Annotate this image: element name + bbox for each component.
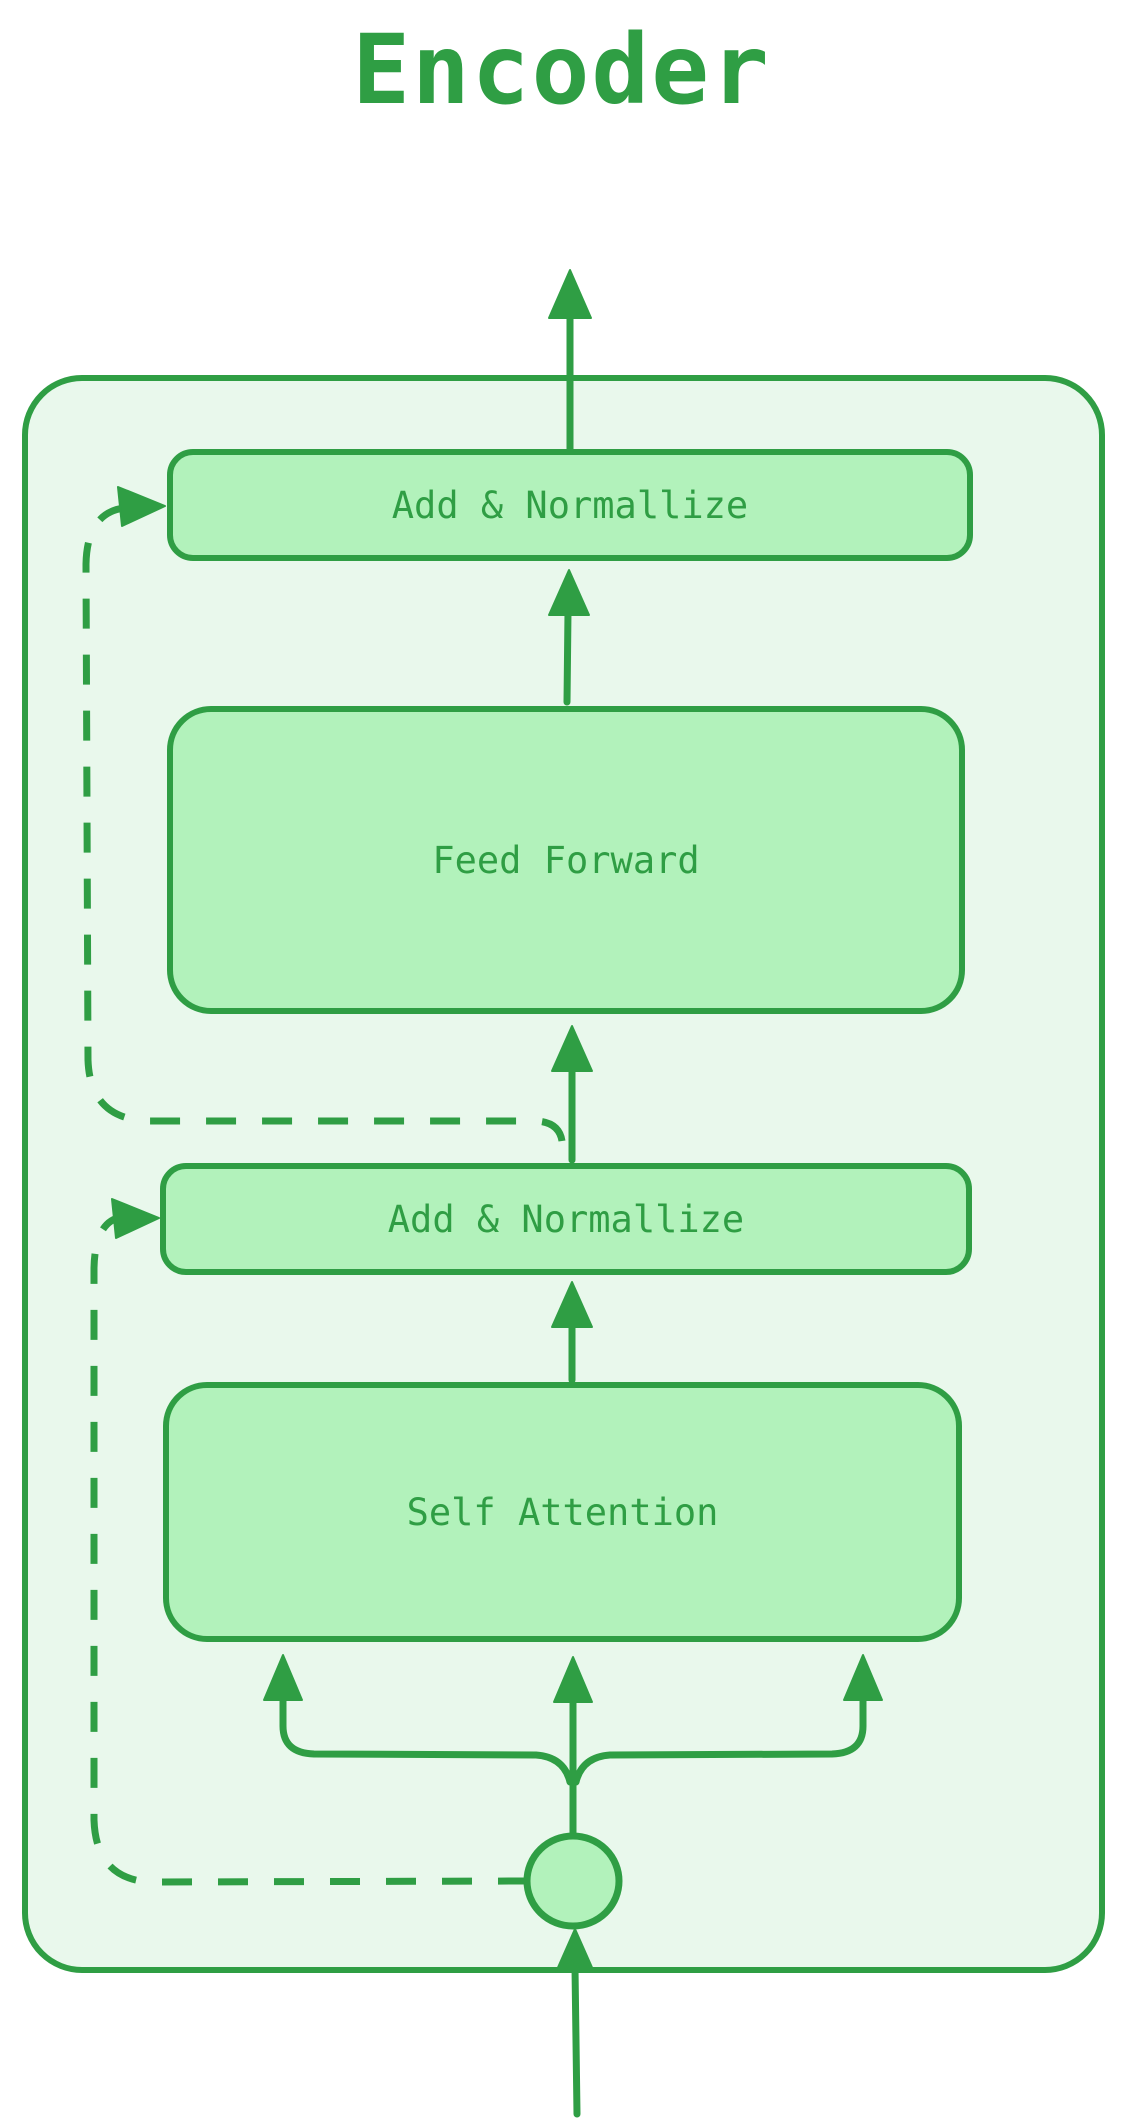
node-self-attention: Self Attention — [163, 1382, 962, 1642]
node-label: Add & Normallize — [391, 483, 749, 527]
arrow-up-output-icon — [548, 269, 592, 319]
node-feed-forward: Feed Forward — [167, 706, 965, 1014]
node-label: Self Attention — [406, 1490, 719, 1534]
node-add-normalize-top: Add & Normallize — [167, 449, 973, 561]
diagram-title: Encoder — [352, 14, 771, 126]
edge-input-shaft — [571, 1964, 581, 2118]
node-add-normalize-bottom: Add & Normallize — [160, 1163, 972, 1275]
node-label: Add & Normallize — [387, 1197, 745, 1241]
node-label: Feed Forward — [432, 838, 700, 882]
